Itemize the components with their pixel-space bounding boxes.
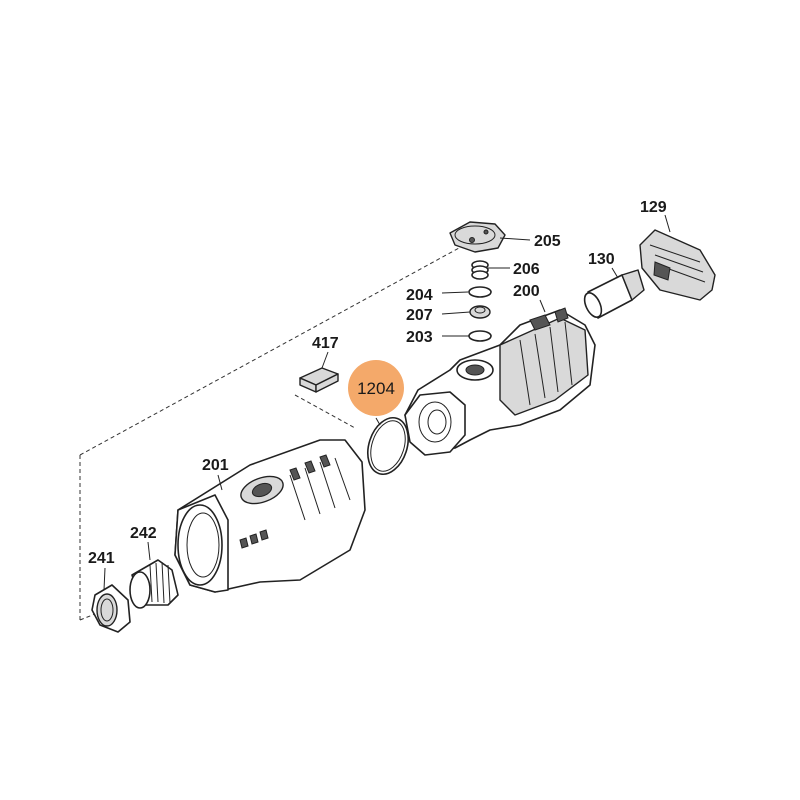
- leader-lines: [103, 214, 671, 591]
- label-207[interactable]: 207: [406, 307, 433, 324]
- part-241-ring-nut[interactable]: [91, 584, 131, 633]
- part-207-bearing[interactable]: [469, 305, 491, 319]
- highlight-circle-1204: [348, 360, 404, 416]
- part-206-spring[interactable]: [471, 260, 489, 280]
- part-labels: 129 130 205 206 200 204 207 203 417 1204…: [88, 199, 667, 567]
- part-201-housing-sleeve[interactable]: [174, 439, 366, 593]
- part-204-ring[interactable]: [468, 286, 492, 298]
- part-417-block[interactable]: [299, 367, 339, 393]
- part-242-bearing-sleeve[interactable]: [129, 559, 179, 609]
- label-242[interactable]: 242: [130, 525, 157, 542]
- label-205[interactable]: 205: [534, 233, 561, 250]
- label-130[interactable]: 130: [588, 251, 615, 268]
- label-201[interactable]: 201: [202, 457, 229, 474]
- label-129[interactable]: 129: [640, 199, 667, 216]
- part-130-cylinder[interactable]: [581, 269, 645, 320]
- label-417[interactable]: 417: [312, 335, 339, 352]
- part-203-o-ring[interactable]: [468, 330, 492, 342]
- label-204[interactable]: 204: [406, 287, 433, 304]
- part-200-gear-housing[interactable]: [404, 307, 596, 456]
- label-241[interactable]: 241: [88, 550, 115, 567]
- part-205-cap[interactable]: [449, 221, 506, 253]
- label-1204[interactable]: 1204: [357, 379, 395, 398]
- label-206[interactable]: 206: [513, 261, 540, 278]
- label-200[interactable]: 200: [513, 283, 540, 300]
- part-1204-o-ring[interactable]: [361, 413, 415, 480]
- label-203[interactable]: 203: [406, 329, 433, 346]
- part-129-rear-cover[interactable]: [639, 229, 716, 301]
